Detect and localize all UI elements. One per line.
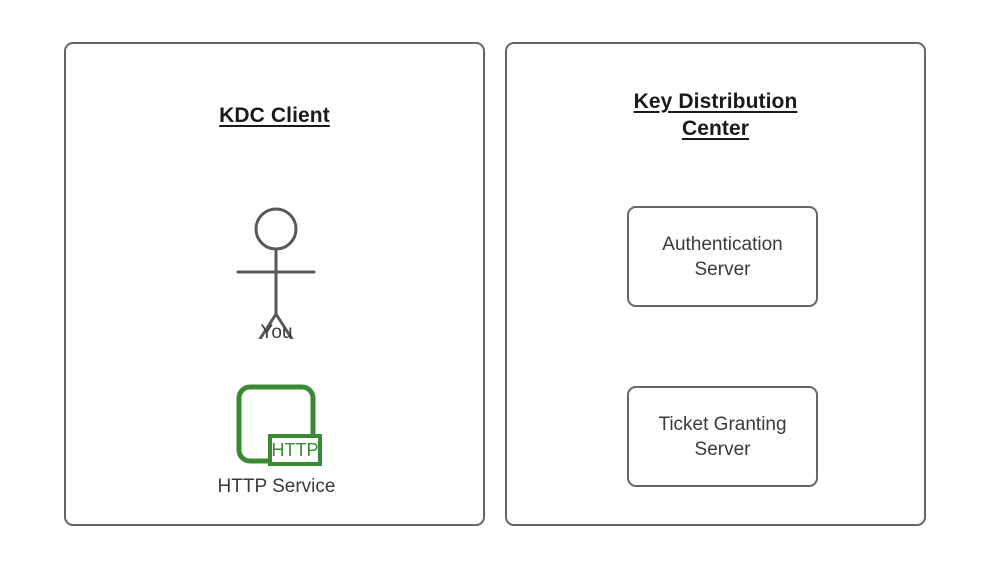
http-icon-badge <box>268 434 322 466</box>
authentication-server-box[interactable]: Authentication Server <box>627 206 818 307</box>
actor-label: You <box>260 322 293 343</box>
panel-title-line-2: Center <box>681 117 750 140</box>
http-icon-badge-text: HTTP <box>272 440 319 460</box>
box-line-1: Authentication <box>662 233 783 255</box>
ticket-granting-server-box[interactable]: Ticket Granting Server <box>627 386 818 487</box>
panel-key-distribution-center[interactable]: Key Distribution Center Authentication S… <box>505 42 926 526</box>
panel-title-line-1: Key Distribution <box>633 90 798 113</box>
panel-title-kdc-client: KDC Client <box>66 102 483 129</box>
http-service-label: HTTP Service <box>217 476 336 497</box>
http-service-icon: HTTP <box>236 384 322 470</box>
box-line-2: Server <box>694 438 751 460</box>
panel-title-kdc: Key Distribution Center <box>507 88 924 142</box>
actor-head <box>254 207 298 251</box>
box-line-1: Ticket Granting <box>658 413 787 435</box>
box-line-2: Server <box>694 258 751 280</box>
panel-title-line: KDC Client <box>219 104 330 127</box>
panel-kdc-client[interactable]: KDC Client You HTTP <box>64 42 485 526</box>
ticket-granting-server-label: Ticket Granting Server <box>658 412 786 462</box>
stick-figure-person-icon <box>216 159 336 366</box>
authentication-server-label: Authentication Server <box>662 232 782 282</box>
